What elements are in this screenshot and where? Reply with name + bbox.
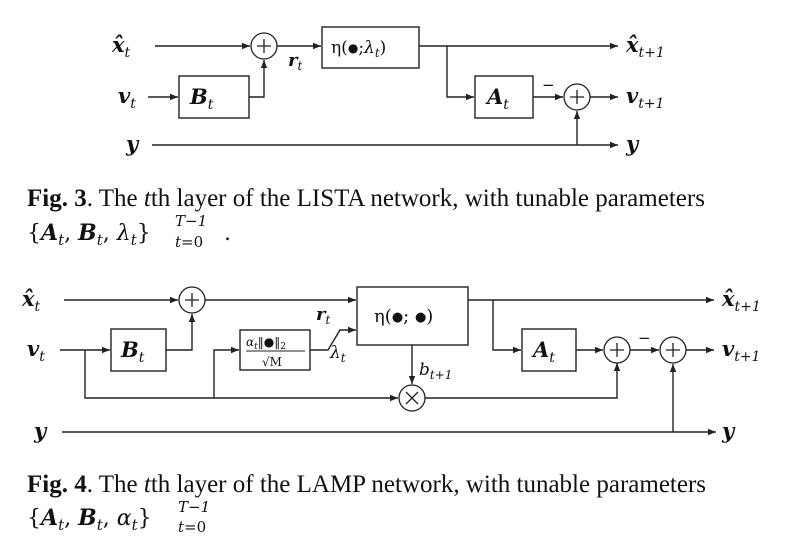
fig4-sum3-plus-icon bbox=[666, 343, 680, 357]
fig4-v-bus-wire bbox=[84, 350, 398, 402]
fig3-input-y: y bbox=[125, 131, 140, 156]
fig4-norm-denominator: √M bbox=[262, 355, 282, 369]
fig3-eta-block bbox=[321, 26, 420, 69]
fig4-output-x: x̂t+1 bbox=[721, 286, 761, 315]
fig3-caption: Fig. 3. The tth layer of the LISTA netwo… bbox=[27, 185, 705, 251]
fig3-output-y: y bbox=[625, 131, 640, 156]
fig4-caption-sup: T−1 bbox=[178, 498, 210, 516]
fig3-minus-sign: − bbox=[542, 76, 555, 94]
fig3-B-block bbox=[178, 75, 250, 119]
fig3-branch-wire bbox=[446, 46, 474, 101]
fig4-norm-numerator: αt‖●‖2 bbox=[246, 335, 286, 352]
fig3-sum-plus-icon bbox=[257, 39, 271, 53]
fig4-b-label: bt+1 bbox=[419, 360, 452, 382]
fig3-sum2-plus-icon bbox=[570, 90, 584, 104]
fig4-r-label: rt bbox=[316, 304, 330, 327]
fig4-B-block bbox=[110, 328, 167, 372]
fig4-B-to-sum-wire bbox=[166, 314, 196, 351]
fig4-caption: Fig. 4. The tth layer of the LAMP networ… bbox=[27, 471, 706, 536]
fig4-input-x: x̂t bbox=[21, 286, 41, 315]
fig4-eta-label: η(●; ●) bbox=[374, 306, 433, 327]
fig4-output-v: vt+1 bbox=[722, 336, 760, 365]
fig4-norm-block bbox=[239, 329, 311, 371]
fig3-B-to-sum-wire bbox=[249, 60, 268, 98]
fig4-B-label: Bt bbox=[120, 337, 145, 366]
fig4-lambda-wire bbox=[310, 326, 356, 351]
fig4-input-y: y bbox=[33, 418, 48, 443]
fig3-caption-line2: {At, Bt, λt} bbox=[27, 220, 151, 249]
fig4-caption-line1: Fig. 4. The tth layer of the LAMP networ… bbox=[27, 471, 706, 498]
fig4-output-y: y bbox=[721, 418, 736, 443]
fig3-caption-end: . bbox=[224, 221, 231, 246]
fig3-input-x: x̂t bbox=[111, 32, 131, 61]
fig3-caption-line1: Fig. 3. The tth layer of the LISTA netwo… bbox=[27, 185, 705, 212]
fig4-times-icon bbox=[405, 391, 419, 405]
fig4-b-to-sum-wire bbox=[425, 363, 621, 399]
fig4-sum2-plus-icon bbox=[610, 343, 624, 357]
fig3-caption-sup: T−1 bbox=[175, 212, 207, 230]
fig3-A-label: At bbox=[485, 84, 509, 113]
fig3-B-label: Bt bbox=[189, 84, 214, 113]
fig4-input-v: vt bbox=[27, 336, 45, 365]
fig3-input-v: vt bbox=[118, 83, 136, 112]
fig4-caption-line2: {At, Bt, αt} bbox=[27, 505, 152, 534]
fig3-caption-sub: t=0 bbox=[175, 233, 203, 251]
fig4-caption-sub: t=0 bbox=[178, 518, 206, 536]
fig4-lambda-label: λt bbox=[329, 343, 346, 365]
fig4-A-block bbox=[521, 328, 577, 372]
fig4-diagram: x̂t vt y Bt rt η(●; ●) x̂t+1 αt‖●‖2 √M λ… bbox=[21, 286, 761, 443]
fig4-branch-wire bbox=[492, 300, 521, 354]
fig4-norm-input-wire bbox=[213, 346, 239, 398]
fig3-eta-label: η(●;λt) bbox=[331, 38, 386, 60]
fig3-r-label: rt bbox=[288, 50, 302, 73]
fig3-output-x: x̂t+1 bbox=[625, 32, 665, 61]
fig4-A-label: At bbox=[531, 337, 555, 366]
fig3-output-v: vt+1 bbox=[626, 83, 664, 112]
fig4-minus-sign: − bbox=[638, 329, 651, 347]
fig3-diagram: x̂t vt y Bt rt η(●;λt) x̂t+1 At − vt+1 bbox=[111, 26, 665, 156]
fig4-sum-plus-icon bbox=[185, 293, 199, 307]
fig3-A-block bbox=[474, 75, 534, 119]
fig4-eta-block bbox=[356, 286, 469, 346]
